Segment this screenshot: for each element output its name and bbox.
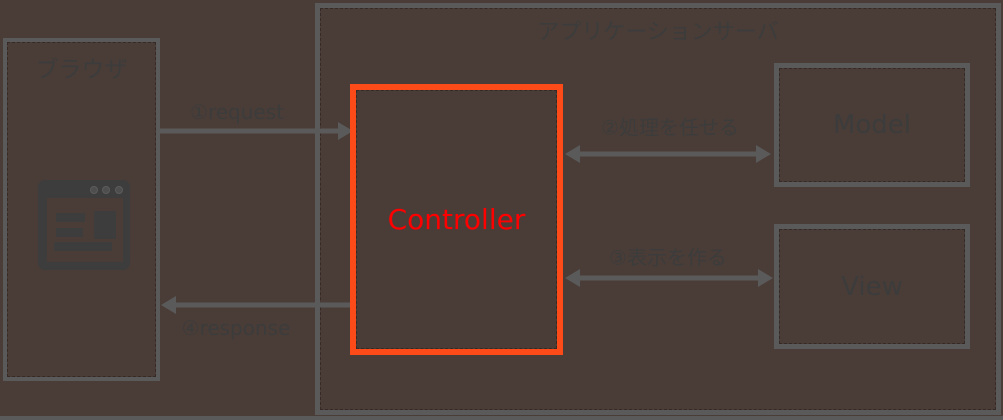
browser-window-icon [38,180,130,270]
render-label: ③表示を作る [609,245,727,270]
view-box: View [774,224,970,349]
controller-label: Controller [387,203,526,236]
browser-label: ブラウザ [35,57,128,83]
browser-box: ブラウザ [3,38,160,381]
view-label: View [841,271,903,302]
request-label: ①request [190,100,284,124]
controller-box: Controller [350,84,563,355]
model-box: Model [774,63,970,187]
app-server-title: アプリケーションサーバ [537,20,779,45]
bottom-edge-strip [0,416,1003,420]
app-server-box: アプリケーションサーバ [315,3,1001,415]
model-label: Model [832,110,912,140]
delegate-label: ②処理を任せる [601,115,739,140]
response-label: ④response [181,316,291,340]
